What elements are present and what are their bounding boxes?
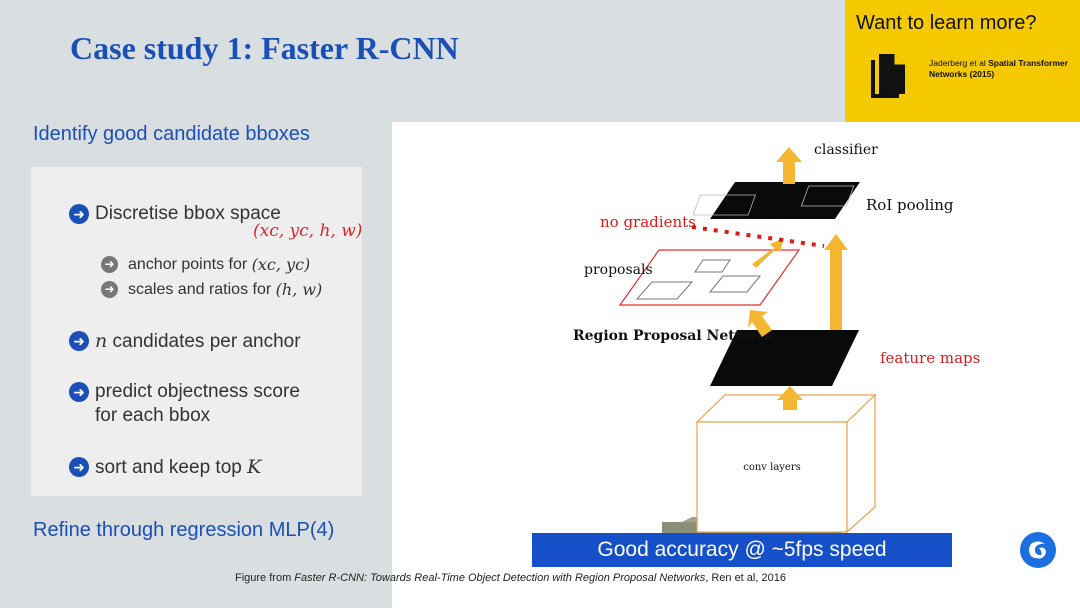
label-classifier: classifier [814,142,878,158]
proposal-box [708,275,762,293]
bullet-objectness: ➜ predict objectness score for each bbox [69,380,300,428]
sub-bullet-anchor-points: ➜ anchor points for (xc, yc) [101,255,310,274]
arrow-right-icon: ➜ [101,281,118,298]
caption-suffix: , Ren et al, 2016 [705,572,786,584]
proposal-box [694,259,731,273]
arrow-shaft [783,162,795,184]
label-conv-layers: conv layers [743,462,801,473]
proposal-box [635,281,694,300]
subheading-refine: Refine through regression MLP(4) [33,519,335,541]
bullet-box: ➜ Discretise bbox space ➜ anchor points … [31,167,362,496]
label-roi-pooling: RoI pooling [866,196,954,214]
roi-box [692,194,756,216]
bullet-discretise: ➜ Discretise bbox space [69,202,281,226]
document-icon [871,54,905,98]
arrow-up-icon [776,147,802,162]
bullet-text: for each bbox [95,405,211,426]
bullet-text: sort and keep top [95,457,248,478]
faster-rcnn-figure: image conv layers feature maps Region Pr… [392,122,1080,608]
label-proposals: proposals [584,262,653,278]
no-gradients-line [691,225,825,248]
roi-pooling-plane [710,182,860,219]
math-k: K [247,456,262,478]
arrow-right-icon: ➜ [69,457,89,477]
roi-box [800,185,855,207]
arrow-right-icon: ➜ [101,256,118,273]
bullet-text: Discretise bbox space [95,203,281,224]
label-no-gradients: no gradients [600,213,696,231]
accuracy-banner: Good accuracy @ ~5fps speed [532,533,952,567]
arrow-right-icon: ➜ [69,204,89,224]
citation-paper: Spatial Transformer Networks (2015) [929,58,1068,79]
label-feature-maps: feature maps [880,349,980,367]
learn-more-panel: Want to learn more? Jaderberg et al Spat… [845,0,1080,122]
sub-bullet-text: scales and ratios for [128,280,272,298]
bullet-candidates: ➜ n candidates per anchor [69,329,301,354]
arrow-right-icon: ➜ [69,382,89,402]
citation: Jaderberg et al Spatial Transformer Netw… [929,58,1074,80]
arrow-right-icon: ➜ [69,331,89,351]
math-n: n [95,330,108,352]
arrow-up-icon [748,310,772,337]
sub-bullet-scales: ➜ scales and ratios for (h, w) [101,280,322,299]
sub-bullet-text: anchor points for [128,255,248,273]
deepmind-logo-icon [1020,532,1056,568]
arrow-up-icon [824,234,848,250]
conv-cube-front [696,421,848,533]
conv-cube-side [846,393,876,534]
bbox-params-math: (xc, yc, h, w) [253,221,363,241]
figure-caption: Figure from Faster R-CNN: Towards Real-T… [235,572,786,584]
math-h-w: (h, w) [275,280,323,299]
arrow-up-icon [752,238,784,268]
slide-title: Case study 1: Faster R-CNN [70,30,459,66]
feature-maps-plane [710,330,859,386]
subheading-candidates: Identify good candidate bboxes [33,123,310,145]
bullet-sort: ➜ sort and keep top K [69,455,261,480]
math-xc-yc: (xc, yc) [251,255,311,274]
arrow-shaft [830,250,842,330]
learn-more-heading: Want to learn more? [856,12,1037,34]
citation-authors: Jaderberg et al [929,58,989,68]
bullet-text: predict objectness score [95,381,300,402]
label-rpn: Region Proposal Network [573,328,773,344]
architecture-diagram: image conv layers feature maps Region Pr… [573,142,980,534]
bullet-text: candidates per anchor [107,331,301,352]
caption-title: Faster R-CNN: Towards Real-Time Object D… [294,572,706,584]
caption-prefix: Figure from [235,572,295,584]
arrow-up-icon [777,386,803,410]
